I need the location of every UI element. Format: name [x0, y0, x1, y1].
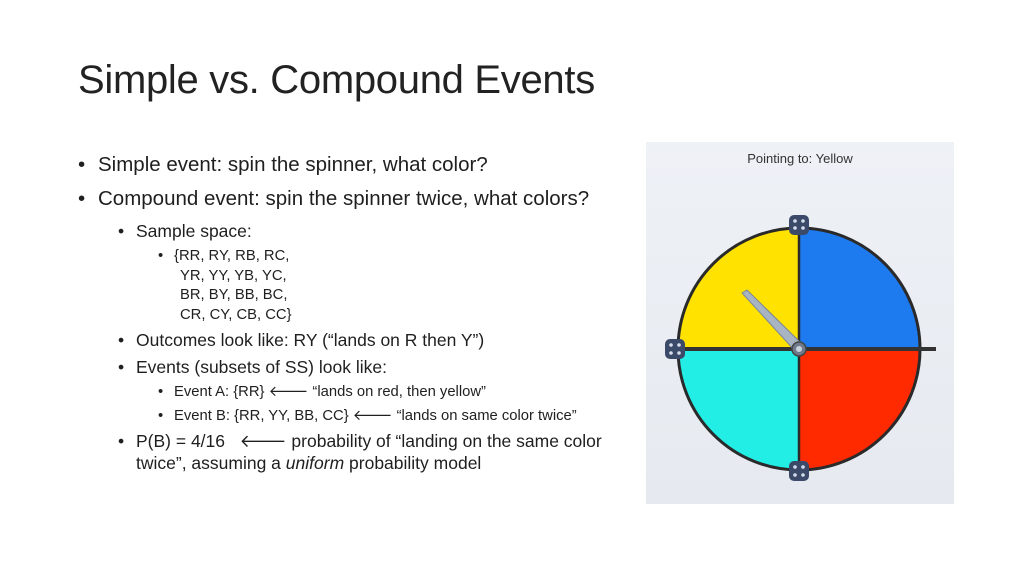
slide-title: Simple vs. Compound Events	[78, 58, 595, 102]
pb-italic: uniform	[285, 453, 345, 473]
spinner-pointer[interactable]	[741, 289, 807, 357]
sample-space-line-3: BR, BY, BB, BC,	[180, 287, 288, 303]
pb-text-1: probability of “landing on the same colo…	[136, 431, 602, 473]
bullet-events: Events (subsets of SS) look like:	[78, 356, 638, 378]
bullet-event-b: Event B: {RR, YY, BB, CC} 🡐 “lands on sa…	[78, 407, 638, 427]
event-b-text: “lands on same color twice”	[396, 407, 577, 424]
bullet-outcomes: Outcomes look like: RY (“lands on R then…	[78, 329, 638, 351]
handle-left[interactable]	[665, 339, 685, 359]
bullet-simple-event: Simple event: spin the spinner, what col…	[78, 152, 638, 178]
arrow-left-icon: 🡐	[268, 384, 309, 400]
pb-text-2: probability model	[349, 453, 482, 473]
bullet-event-a: Event A: {RR} 🡐 “lands on red, then yell…	[78, 383, 638, 403]
pb-prefix: P(B) = 4/16	[136, 431, 226, 451]
pointing-label: Pointing to: Yellow	[747, 151, 853, 166]
sector-blue	[799, 229, 919, 349]
sector-red	[799, 349, 919, 469]
arrow-left-icon: 🡐	[352, 407, 393, 424]
arrow-left-icon: 🡐	[239, 431, 287, 451]
bullet-sample-space: Sample space:	[78, 220, 638, 242]
bullet-list: Simple event: spin the spinner, what col…	[78, 152, 638, 479]
event-b-prefix: Event B: {RR, YY, BB, CC}	[174, 407, 349, 424]
spinner-panel: Pointing to: Yellow	[646, 142, 954, 504]
spinner-graphic[interactable]	[646, 142, 954, 504]
handle-top[interactable]	[789, 215, 809, 235]
bullet-sample-space-set: {RR, RY, RB, RC, YR, YY, YB, YC, BR, BY,…	[78, 247, 638, 325]
sample-space-line-2: YR, YY, YB, YC,	[180, 267, 287, 284]
sample-space-line-1: {RR, RY, RB, RC,	[174, 248, 290, 264]
bullet-compound-event: Compound event: spin the spinner twice, …	[78, 186, 638, 212]
sample-space-line-4: CR, CY, CB, CC}	[180, 306, 292, 323]
event-a-prefix: Event A: {RR}	[174, 384, 265, 400]
event-a-text: “lands on red, then yellow”	[312, 384, 486, 400]
handle-bottom[interactable]	[789, 461, 809, 481]
bullet-probability: P(B) = 4/16 🡐 probability of “landing on…	[78, 430, 638, 474]
sector-cyan	[679, 349, 799, 469]
